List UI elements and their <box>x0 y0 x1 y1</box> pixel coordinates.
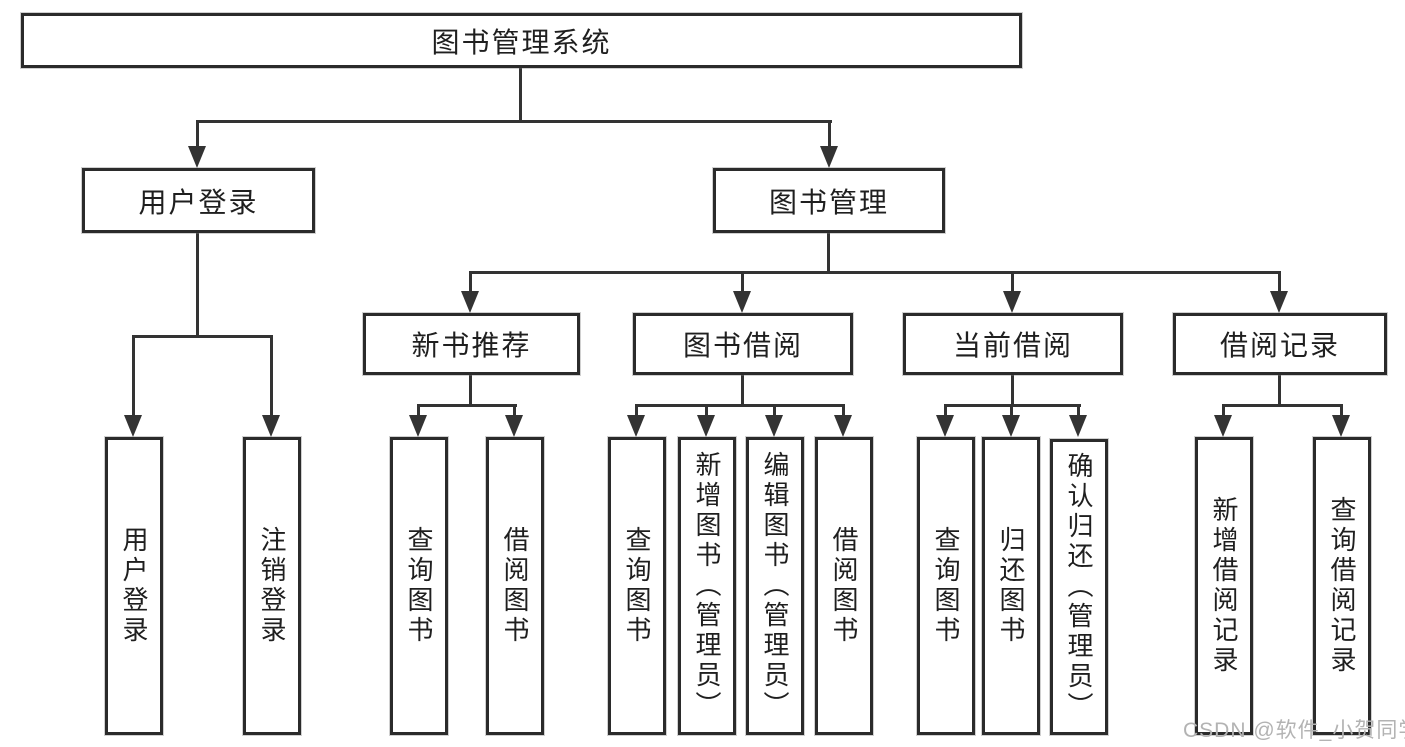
connector-borrow-bus <box>635 404 845 407</box>
arrow-down-icon <box>1270 291 1288 313</box>
node-label: 新书推荐 <box>411 330 532 361</box>
arrow-down-icon <box>1069 415 1087 437</box>
leaf-label: 新增借阅记录 <box>1209 496 1239 676</box>
leaf-query-books-current: 查询图书 <box>917 437 975 735</box>
leaf-label: 查询图书 <box>404 526 434 646</box>
connector-root-stem <box>519 68 522 122</box>
connector-userlogin-drop-1 <box>132 335 135 417</box>
node-current-borrow: 当前借阅 <box>903 313 1123 375</box>
arrow-down-icon <box>627 415 645 437</box>
leaf-label: 用户登录 <box>119 526 149 646</box>
arrow-down-icon <box>1332 415 1350 437</box>
connector-borrow-stem <box>741 375 744 407</box>
node-book-management: 图书管理 <box>713 168 945 233</box>
arrow-down-icon <box>733 291 751 313</box>
connector-borrow-drop-4 <box>842 404 845 418</box>
arrow-down-icon <box>936 415 954 437</box>
leaf-query-books-borrow: 查询图书 <box>608 437 666 735</box>
arrow-down-icon <box>1002 415 1020 437</box>
leaf-confirm-return-admin: 确认归还（管理员） <box>1050 439 1108 735</box>
leaf-user-login: 用户登录 <box>105 437 163 735</box>
connector-current-stem <box>1011 375 1014 407</box>
node-user-login: 用户登录 <box>82 168 315 233</box>
arrow-down-icon <box>409 415 427 437</box>
node-label: 用户登录 <box>138 186 259 218</box>
arrow-down-icon <box>124 415 142 437</box>
arrow-down-icon <box>765 415 783 437</box>
watermark: CSDN @软件_小贺同学 <box>1183 719 1405 742</box>
connector-root-drop-right <box>828 120 831 148</box>
leaf-label: 编辑图书（管理员） <box>760 451 790 721</box>
node-root-label: 图书管理系统 <box>431 26 612 58</box>
connector-l3-drop-2 <box>741 271 744 293</box>
connector-bookmgmt-bus <box>469 271 1281 274</box>
leaf-label: 归还图书 <box>996 526 1026 646</box>
leaf-edit-books-admin: 编辑图书（管理员） <box>746 437 804 735</box>
leaf-label: 查询图书 <box>622 526 652 646</box>
leaf-add-borrow-record: 新增借阅记录 <box>1195 437 1253 735</box>
leaf-logout: 注销登录 <box>243 437 301 735</box>
connector-borrow-drop-1 <box>635 404 638 418</box>
connector-current-drop-1 <box>944 404 947 418</box>
leaf-label: 借阅图书 <box>500 526 530 646</box>
connector-records-bus <box>1222 404 1343 407</box>
connector-root-bus <box>197 120 832 123</box>
leaf-label: 查询借阅记录 <box>1327 496 1357 676</box>
node-book-borrow: 图书借阅 <box>633 313 853 375</box>
connector-root-drop-left <box>196 120 199 148</box>
connector-userlogin-stem <box>196 233 199 337</box>
node-label: 图书管理 <box>768 186 889 218</box>
leaf-query-borrow-record: 查询借阅记录 <box>1313 437 1371 735</box>
connector-current-drop-3 <box>1077 404 1080 418</box>
node-borrow-records: 借阅记录 <box>1173 313 1387 375</box>
leaf-label: 注销登录 <box>257 526 287 646</box>
arrow-down-icon <box>834 415 852 437</box>
leaf-query-books-recommend: 查询图书 <box>390 437 448 735</box>
arrow-down-icon <box>1214 415 1232 437</box>
arrow-down-icon <box>188 146 206 168</box>
leaf-label: 查询图书 <box>931 526 961 646</box>
node-label: 图书借阅 <box>682 330 803 361</box>
arrow-down-icon <box>1003 291 1021 313</box>
leaf-label: 借阅图书 <box>829 526 859 646</box>
leaf-borrow-books: 借阅图书 <box>815 437 873 735</box>
leaf-label: 新增图书（管理员） <box>692 451 722 721</box>
connector-borrow-drop-3 <box>773 404 776 418</box>
arrow-down-icon <box>505 415 523 437</box>
node-root: 图书管理系统 <box>21 13 1022 68</box>
leaf-borrow-books-recommend: 借阅图书 <box>486 437 544 735</box>
arrow-down-icon <box>820 146 838 168</box>
connector-l3-drop-1 <box>469 271 472 293</box>
connector-bookmgmt-stem <box>827 233 830 274</box>
arrow-down-icon <box>262 415 280 437</box>
connector-records-drop-2 <box>1340 404 1343 418</box>
connector-newbook-bus <box>417 404 517 407</box>
connector-current-drop-2 <box>1010 404 1013 418</box>
connector-l3-drop-4 <box>1278 271 1281 293</box>
connector-l3-drop-3 <box>1011 271 1014 293</box>
connector-records-stem <box>1278 375 1281 407</box>
connector-newbook-drop-1 <box>417 404 420 418</box>
connector-newbook-stem <box>469 375 472 407</box>
leaf-add-books-admin: 新增图书（管理员） <box>678 437 736 735</box>
arrow-down-icon <box>461 291 479 313</box>
node-label: 借阅记录 <box>1219 330 1340 361</box>
leaf-label: 确认归还（管理员） <box>1064 452 1094 722</box>
node-label: 当前借阅 <box>952 330 1073 361</box>
arrow-down-icon <box>697 415 715 437</box>
connector-newbook-drop-2 <box>513 404 516 418</box>
connector-borrow-drop-2 <box>705 404 708 418</box>
connector-userlogin-bus <box>132 335 273 338</box>
connector-userlogin-drop-2 <box>270 335 273 417</box>
leaf-return-books: 归还图书 <box>982 437 1040 735</box>
connector-records-drop-1 <box>1222 404 1225 418</box>
node-new-book-recommend: 新书推荐 <box>363 313 580 375</box>
